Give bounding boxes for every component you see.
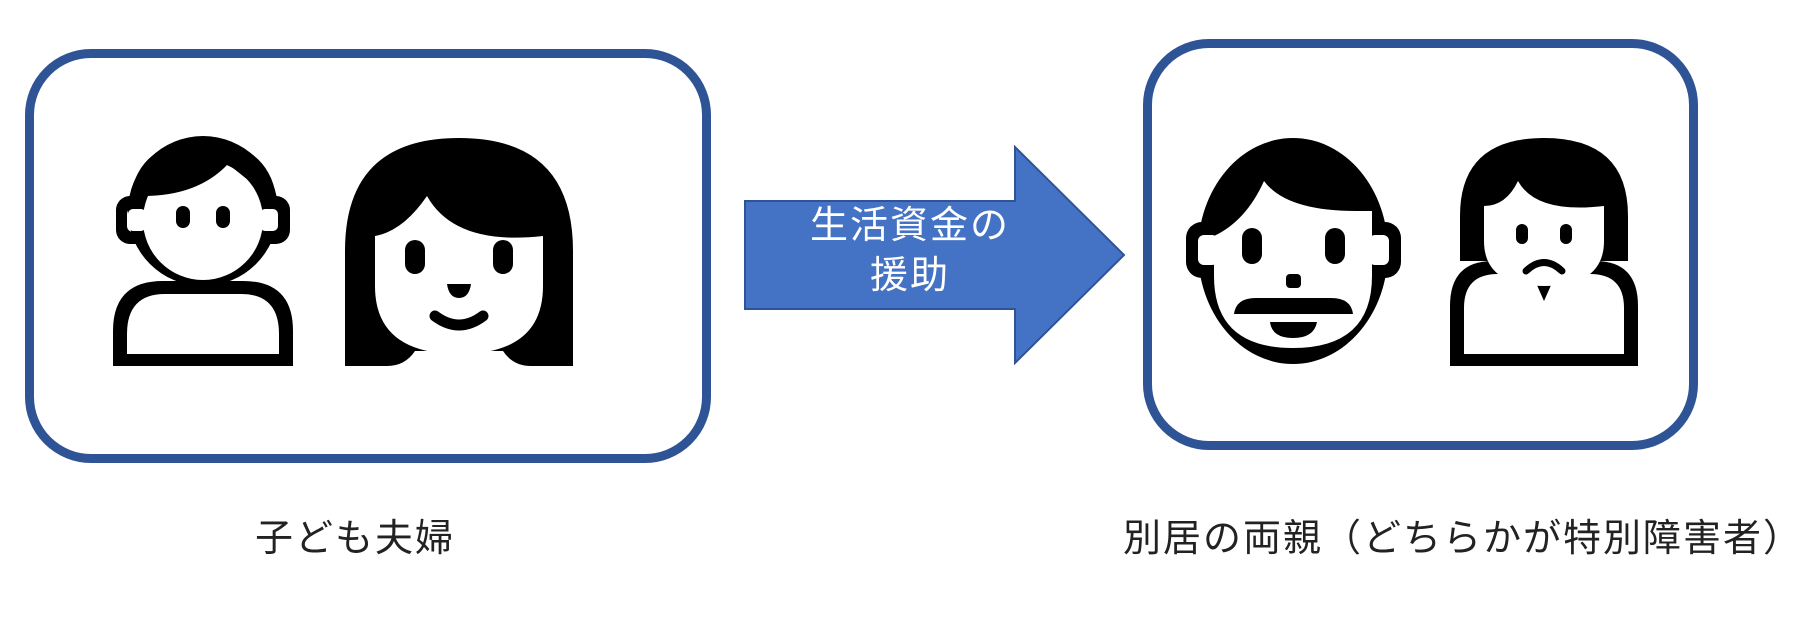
arrow-label-line1: 生活資金の [809, 203, 1010, 247]
woman-icon [345, 138, 573, 366]
parents-caption: 別居の両親（どちらかが特別障害者） [1123, 516, 1804, 560]
arrow-label-line2: 援助 [869, 253, 950, 297]
boy-icon [113, 136, 293, 366]
man-icon [1186, 138, 1401, 364]
arrow-label: 生活資金の 援助 [790, 200, 1030, 300]
old-woman-icon [1450, 138, 1638, 366]
child-couple-caption: 子ども夫婦 [255, 516, 456, 560]
support-arrow [744, 145, 1126, 365]
